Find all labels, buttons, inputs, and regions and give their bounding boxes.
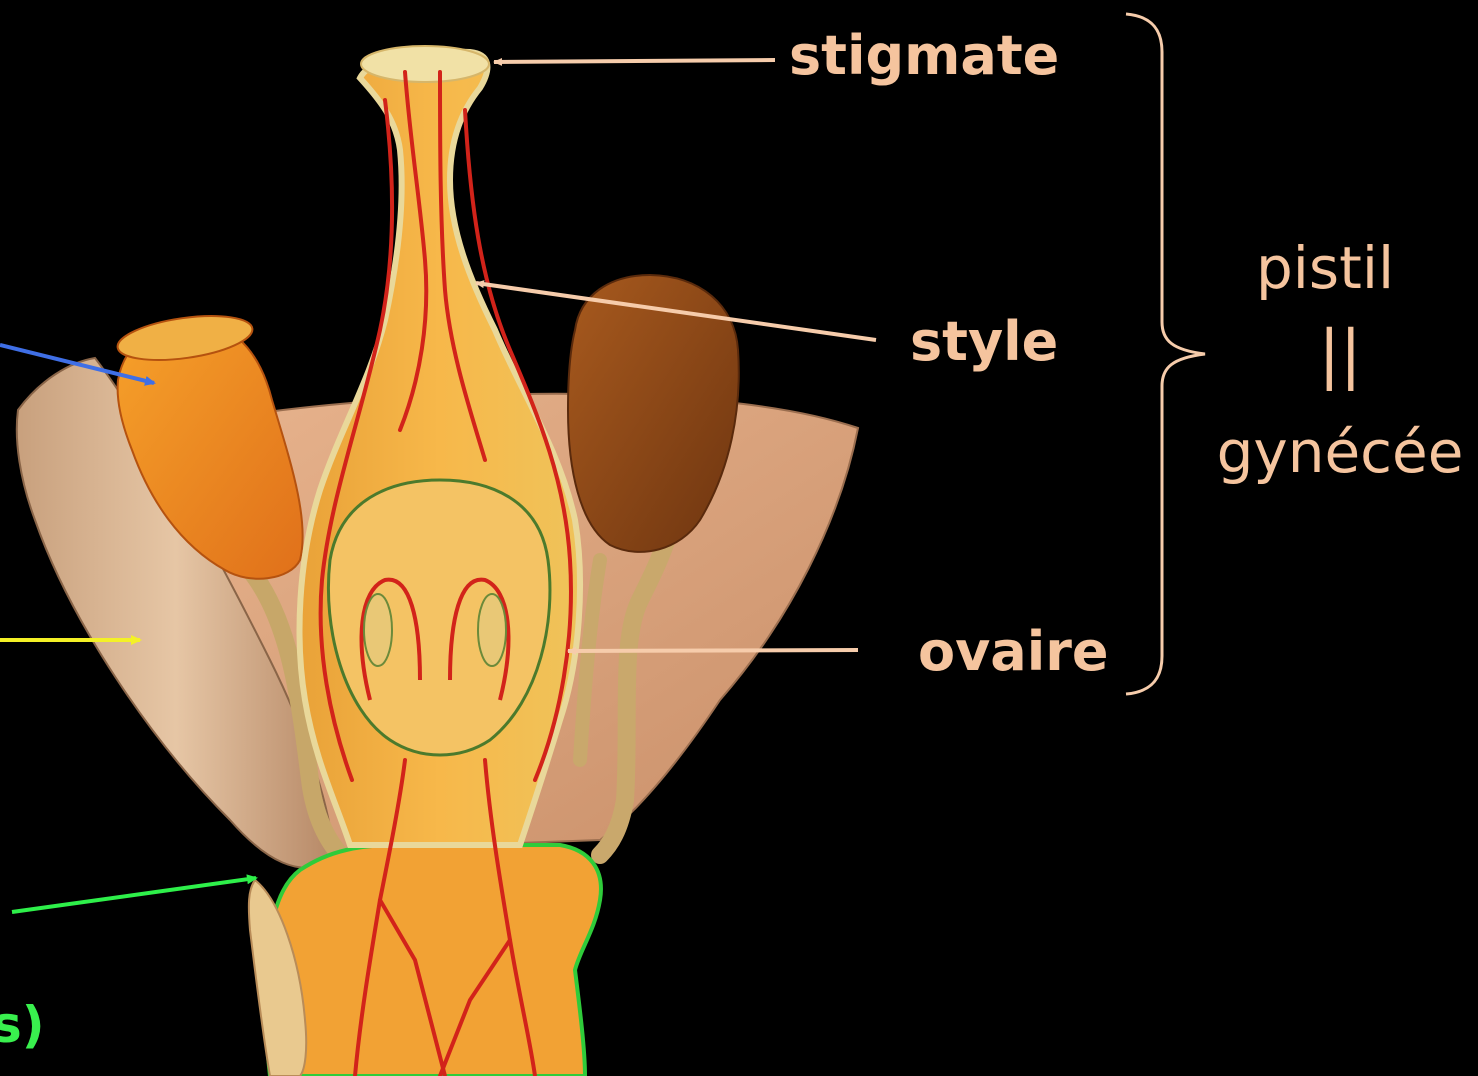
flower-illustration (17, 46, 858, 1076)
receptacle (265, 845, 601, 1076)
label-ovaire: ovaire (918, 620, 1109, 683)
pistil-bracket (1126, 14, 1205, 694)
stigma-top (361, 46, 489, 82)
label-stigmate: stigmate (789, 24, 1059, 87)
label-gynecee: gynécée (1217, 418, 1464, 486)
label-partial-left: s) (0, 996, 45, 1054)
label-pistil: pistil (1256, 234, 1394, 302)
label-style: style (910, 310, 1058, 373)
arrow-green (12, 878, 256, 912)
arrow-stigmate (494, 60, 775, 62)
ovule-right (478, 594, 506, 666)
arrow-ovaire (568, 650, 858, 651)
ovule-left (364, 594, 392, 666)
label-equivalence: || (1318, 318, 1361, 392)
